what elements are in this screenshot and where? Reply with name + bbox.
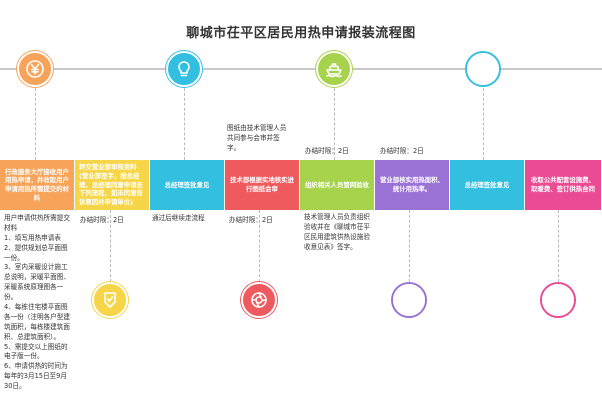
yuan-circle xyxy=(17,51,53,87)
step-box-6: 营业部核实用热面积、统计用热率。 xyxy=(375,160,449,210)
camera-circle xyxy=(241,282,277,318)
camera-aperture-icon xyxy=(251,292,267,308)
blue-hollow-circle xyxy=(465,51,501,87)
time-limit-note: 办结时限：2日 xyxy=(305,147,349,155)
yuan-icon xyxy=(26,60,44,78)
ship-icon xyxy=(326,63,342,78)
step-box-4: 技术部根据实地核实进行图纸会审 xyxy=(225,160,299,210)
connector xyxy=(184,88,185,160)
connector xyxy=(334,88,335,160)
connector xyxy=(483,88,484,160)
connector xyxy=(259,210,260,282)
time-limit-note: 办结时限：2日 xyxy=(380,147,424,155)
step-box-5: 组织相关人员管网验收 xyxy=(300,160,374,210)
step-box-2: 转交营业部审核资料(营业部签字，报总经理，总经理同意申请走下列流程，如未同意告诉… xyxy=(75,160,149,210)
step-box-8: 收取公共配套设施费、取暖费、签订供热合同 xyxy=(525,160,601,210)
ship-circle xyxy=(316,51,352,87)
page-title: 聊城市茌平区居民用热申请报装流程图 xyxy=(186,26,416,41)
drawing-review-note: 图纸由技术管理人员共同参与会审并签字。 xyxy=(227,124,287,152)
connector xyxy=(110,210,111,282)
connector xyxy=(409,210,410,282)
time-limit-note: 办结时限：2日 xyxy=(229,216,273,224)
purple-hollow-circle xyxy=(391,282,427,318)
connector xyxy=(35,88,36,160)
time-limit-note: 办结时限：2日 xyxy=(80,216,124,224)
materials-note: 用户申请供热所需提交材料 1、填写用热申请表 2、提供规划总平面图一份。 3、室… xyxy=(4,214,70,391)
connector xyxy=(558,210,559,282)
continue-note: 通过后继续走流程 xyxy=(152,214,205,222)
timeline xyxy=(0,68,602,70)
step-box-7: 总经理签批意见 xyxy=(450,160,524,210)
step-box-3: 总经理签批意见 xyxy=(150,160,224,210)
step-box-1: 行政服务大厅接收用户用热申请，并收取用户申请用热所需提交的材料 xyxy=(0,160,74,210)
lightbulb-icon xyxy=(178,61,190,77)
pink-hollow-circle xyxy=(540,282,576,318)
acceptance-note: 技术管理人员负责组织验收并在《聊城市茌平区民用建筑供热设施验收意见表》签字。 xyxy=(304,213,370,251)
certificate-icon xyxy=(104,292,116,308)
bulb-circle xyxy=(166,51,202,87)
certificate-circle xyxy=(92,282,128,318)
